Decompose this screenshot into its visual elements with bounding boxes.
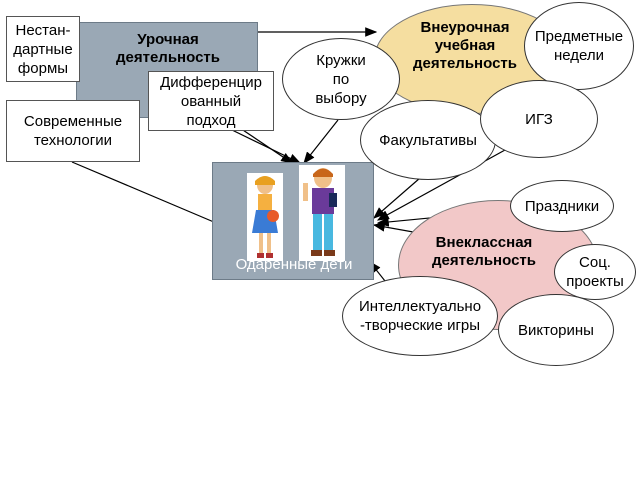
lesson-block-label: Урочная деятельность xyxy=(116,31,220,66)
circles-bubble: Кружки по выбору xyxy=(282,38,400,120)
extra-activity-label: Внеурочная учебная деятельность xyxy=(413,19,517,72)
social-projects-bubble: Соц. проекты xyxy=(554,244,636,300)
igz-bubble: ИГЗ xyxy=(480,80,598,158)
modern-technologies-box: Современные технологии xyxy=(6,100,140,162)
girl-figure xyxy=(247,173,283,261)
extracurricular-label: Внеклассная деятельность xyxy=(432,234,536,269)
boy-figure xyxy=(299,165,345,261)
arrow-circles-to-center xyxy=(303,119,339,164)
subject-weeks-bubble: Предметные недели xyxy=(524,2,634,90)
gifted-children-block: Одаренные дети xyxy=(212,162,374,280)
arrow-differentiated-to-center xyxy=(231,129,302,164)
arrow-technologies-to-center xyxy=(71,161,230,229)
arrow-electives-to-center xyxy=(373,177,421,219)
quizzes-bubble: Викторины xyxy=(498,294,614,366)
nonstandard-forms-box: Нестан- дартные формы xyxy=(6,16,80,82)
intellectual-games-bubble: Интеллектуально -творческие игры xyxy=(342,276,498,356)
holidays-bubble: Праздники xyxy=(510,180,614,232)
electives-bubble: Факультативы xyxy=(360,100,496,180)
differentiated-approach-box: Дифференцир ованный подход xyxy=(148,71,274,131)
gifted-children-label: Одаренные дети xyxy=(235,256,353,273)
